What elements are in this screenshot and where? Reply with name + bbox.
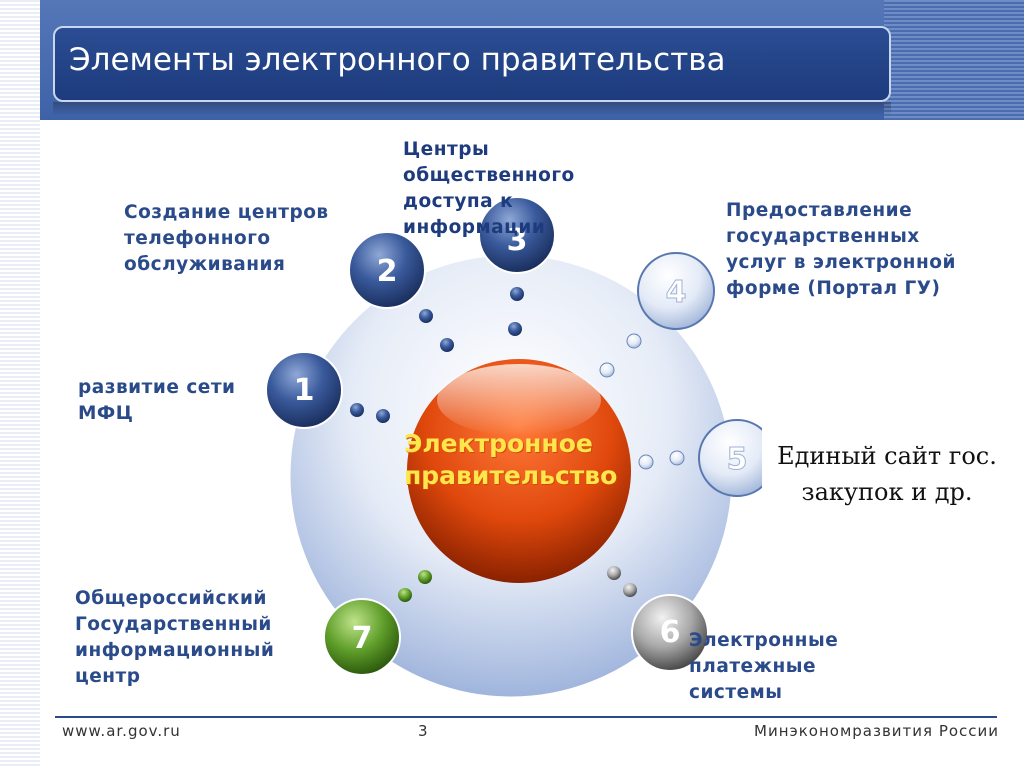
node-5-label: Единый сайт гос. закупок и др.: [762, 428, 1012, 522]
node-3-label-line: Центры: [403, 137, 575, 163]
connector-dot: [398, 588, 412, 602]
node-1-number: 1: [294, 373, 315, 408]
node-1-label: развитие сети МФЦ: [78, 375, 236, 427]
node-3-label-line: информации: [403, 215, 575, 241]
connector-dot: [440, 338, 454, 352]
node-4: 4: [638, 253, 714, 329]
node-4-label: Предоставление государственных услуг в э…: [726, 198, 956, 302]
node-5-label-line: Единый сайт гос.: [762, 438, 1012, 474]
node-7: 7: [324, 599, 400, 675]
connector-dot: [508, 322, 522, 336]
footer-organization: Минэкономразвития России: [754, 722, 999, 740]
node-3-label-line: доступа к: [403, 189, 575, 215]
node-6-label: Электронные платежные системы: [689, 628, 838, 706]
node-2-label-line: обслуживания: [124, 252, 329, 278]
page-number: 3: [418, 722, 428, 740]
node-6-number: 6: [660, 615, 681, 650]
node-1-label-line: МФЦ: [78, 401, 236, 427]
node-3-label: Центры общественного доступа к информаци…: [403, 137, 575, 241]
center-label-line: правительство: [404, 460, 617, 492]
node-7-number: 7: [352, 621, 373, 656]
connector-dot: [600, 363, 614, 377]
node-4-label-line: форме (Портал ГУ): [726, 276, 956, 302]
connector-dot: [607, 566, 621, 580]
node-7-label-line: Общероссийский: [75, 586, 274, 612]
node-2-label: Создание центров телефонного обслуживани…: [124, 200, 329, 278]
node-6-label-line: платежные: [689, 654, 838, 680]
connector-dot: [623, 583, 637, 597]
node-2-label-line: Создание центров: [124, 200, 329, 226]
connector-dot: [639, 455, 653, 469]
connector-dot: [418, 570, 432, 584]
node-4-number: 4: [666, 275, 687, 310]
node-7-label-line: информационный: [75, 638, 274, 664]
node-7-label: Общероссийский Государственный информаци…: [75, 586, 274, 690]
node-3-label-line: общественного: [403, 163, 575, 189]
node-1-label-line: развитие сети: [78, 375, 236, 401]
connector-dot: [419, 309, 433, 323]
node-4-label-line: государственных: [726, 224, 956, 250]
node-2: 2: [349, 232, 425, 308]
node-4-label-line: Предоставление: [726, 198, 956, 224]
connector-dot: [627, 334, 641, 348]
node-7-label-line: центр: [75, 664, 274, 690]
footer-divider: [55, 716, 997, 718]
node-2-number: 2: [377, 254, 398, 289]
node-2-label-line: телефонного: [124, 226, 329, 252]
node-6-label-line: системы: [689, 680, 838, 706]
node-7-label-line: Государственный: [75, 612, 274, 638]
node-1: 1: [266, 352, 342, 428]
connector-dot: [376, 409, 390, 423]
node-4-label-line: услуг в электронной: [726, 250, 956, 276]
connector-dot: [510, 287, 524, 301]
connector-dot: [350, 403, 364, 417]
node-6-label-line: Электронные: [689, 628, 838, 654]
center-label-line: Электронное: [404, 428, 617, 460]
center-label: Электронное правительство: [404, 428, 617, 492]
footer-url: www.ar.gov.ru: [62, 722, 181, 740]
connector-dot: [670, 451, 684, 465]
node-5-label-line: закупок и др.: [762, 474, 1012, 510]
node-5-number: 5: [727, 442, 748, 477]
